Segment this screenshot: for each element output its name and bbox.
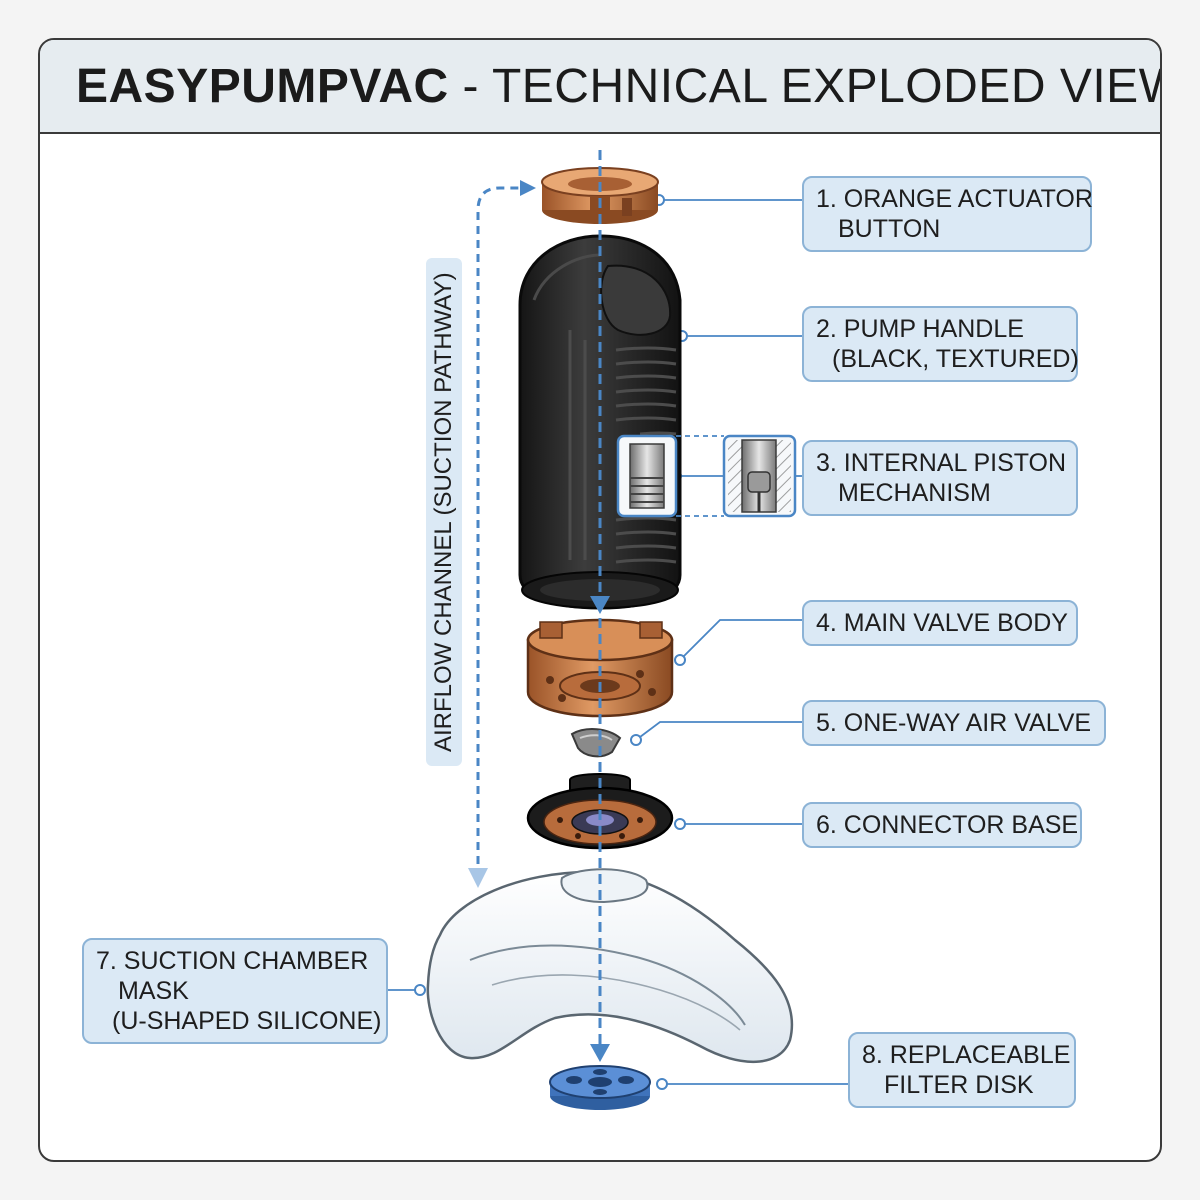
- leader-dot-6: [674, 818, 686, 830]
- one-way-air-valve: [570, 728, 622, 758]
- label-suction-chamber-mask: 7. SUCTION CHAMBER MASK (U-SHAPED SILICO…: [82, 938, 388, 1044]
- label-connector-base: 6. CONNECTOR BASE: [802, 802, 1082, 848]
- label-one-way-air-valve-line1: 5. ONE-WAY AIR VALVE: [816, 709, 1092, 737]
- page-title: EASYPUMPVAC - TECHNICAL EXPLODED VIEW: [76, 59, 1162, 114]
- leader-dot-7: [414, 984, 426, 996]
- label-main-valve-body-line1: 4. MAIN VALVE BODY: [816, 609, 1068, 637]
- suction-chamber-mask: [426, 868, 794, 1064]
- leader-dot-4: [674, 654, 686, 666]
- airflow-channel-arrow: [468, 180, 536, 888]
- label-main-valve-body: 4. MAIN VALVE BODY: [802, 600, 1078, 646]
- central-airflow-arrow: [590, 150, 610, 1062]
- leader-dot-5: [630, 734, 642, 746]
- connector-base: [526, 773, 674, 850]
- label-piston-mechanism-line1: 3. INTERNAL PISTON: [816, 449, 1067, 477]
- label-connector-base-line1: 6. CONNECTOR BASE: [816, 811, 1079, 839]
- label-piston-mechanism-line2: MECHANISM: [838, 479, 991, 507]
- handle-grip-texture: [568, 330, 677, 564]
- label-pump-handle: 2. PUMP HANDLE (BLACK, TEXTURED): [802, 306, 1079, 382]
- title-brand: EASYPUMPVAC: [76, 60, 449, 113]
- piston-zoom-lines: [676, 435, 724, 517]
- airflow-channel-label: AIRFLOW CHANNEL (SUCTION PATHWAY): [426, 258, 462, 766]
- label-filter-disk-line2: FILTER DISK: [884, 1071, 1034, 1099]
- label-piston-mechanism: 3. INTERNAL PISTON MECHANISM: [802, 440, 1078, 516]
- leader-line-5: [635, 721, 804, 741]
- label-one-way-air-valve: 5. ONE-WAY AIR VALVE: [802, 700, 1106, 746]
- leader-dot-8: [656, 1078, 668, 1090]
- title-subtitle: - TECHNICAL EXPLODED VIEW: [462, 60, 1162, 113]
- label-pump-handle-line1: 2. PUMP HANDLE: [816, 315, 1024, 343]
- label-suction-chamber-mask-line1: 7. SUCTION CHAMBER: [96, 947, 369, 975]
- piston-cutaway-right: [722, 434, 797, 518]
- label-actuator-button: 1. ORANGE ACTUATOR BUTTON: [802, 176, 1093, 252]
- label-pump-handle-line2: (BLACK, TEXTURED): [832, 345, 1079, 373]
- label-filter-disk: 8. REPLACEABLE FILTER DISK: [848, 1032, 1076, 1108]
- label-suction-chamber-mask-line2: MASK: [118, 977, 189, 1005]
- label-actuator-button-line2: BUTTON: [838, 215, 941, 243]
- leader-line-4: [679, 619, 804, 661]
- title-bar: EASYPUMPVAC - TECHNICAL EXPLODED VIEW: [40, 40, 1160, 134]
- label-actuator-button-line1: 1. ORANGE ACTUATOR: [816, 185, 1093, 213]
- label-filter-disk-line1: 8. REPLACEABLE: [862, 1041, 1071, 1069]
- piston-cutaway-left: [616, 434, 678, 518]
- replaceable-filter-disk: [549, 1065, 651, 1110]
- label-suction-chamber-mask-line3: (U-SHAPED SILICONE): [112, 1007, 382, 1035]
